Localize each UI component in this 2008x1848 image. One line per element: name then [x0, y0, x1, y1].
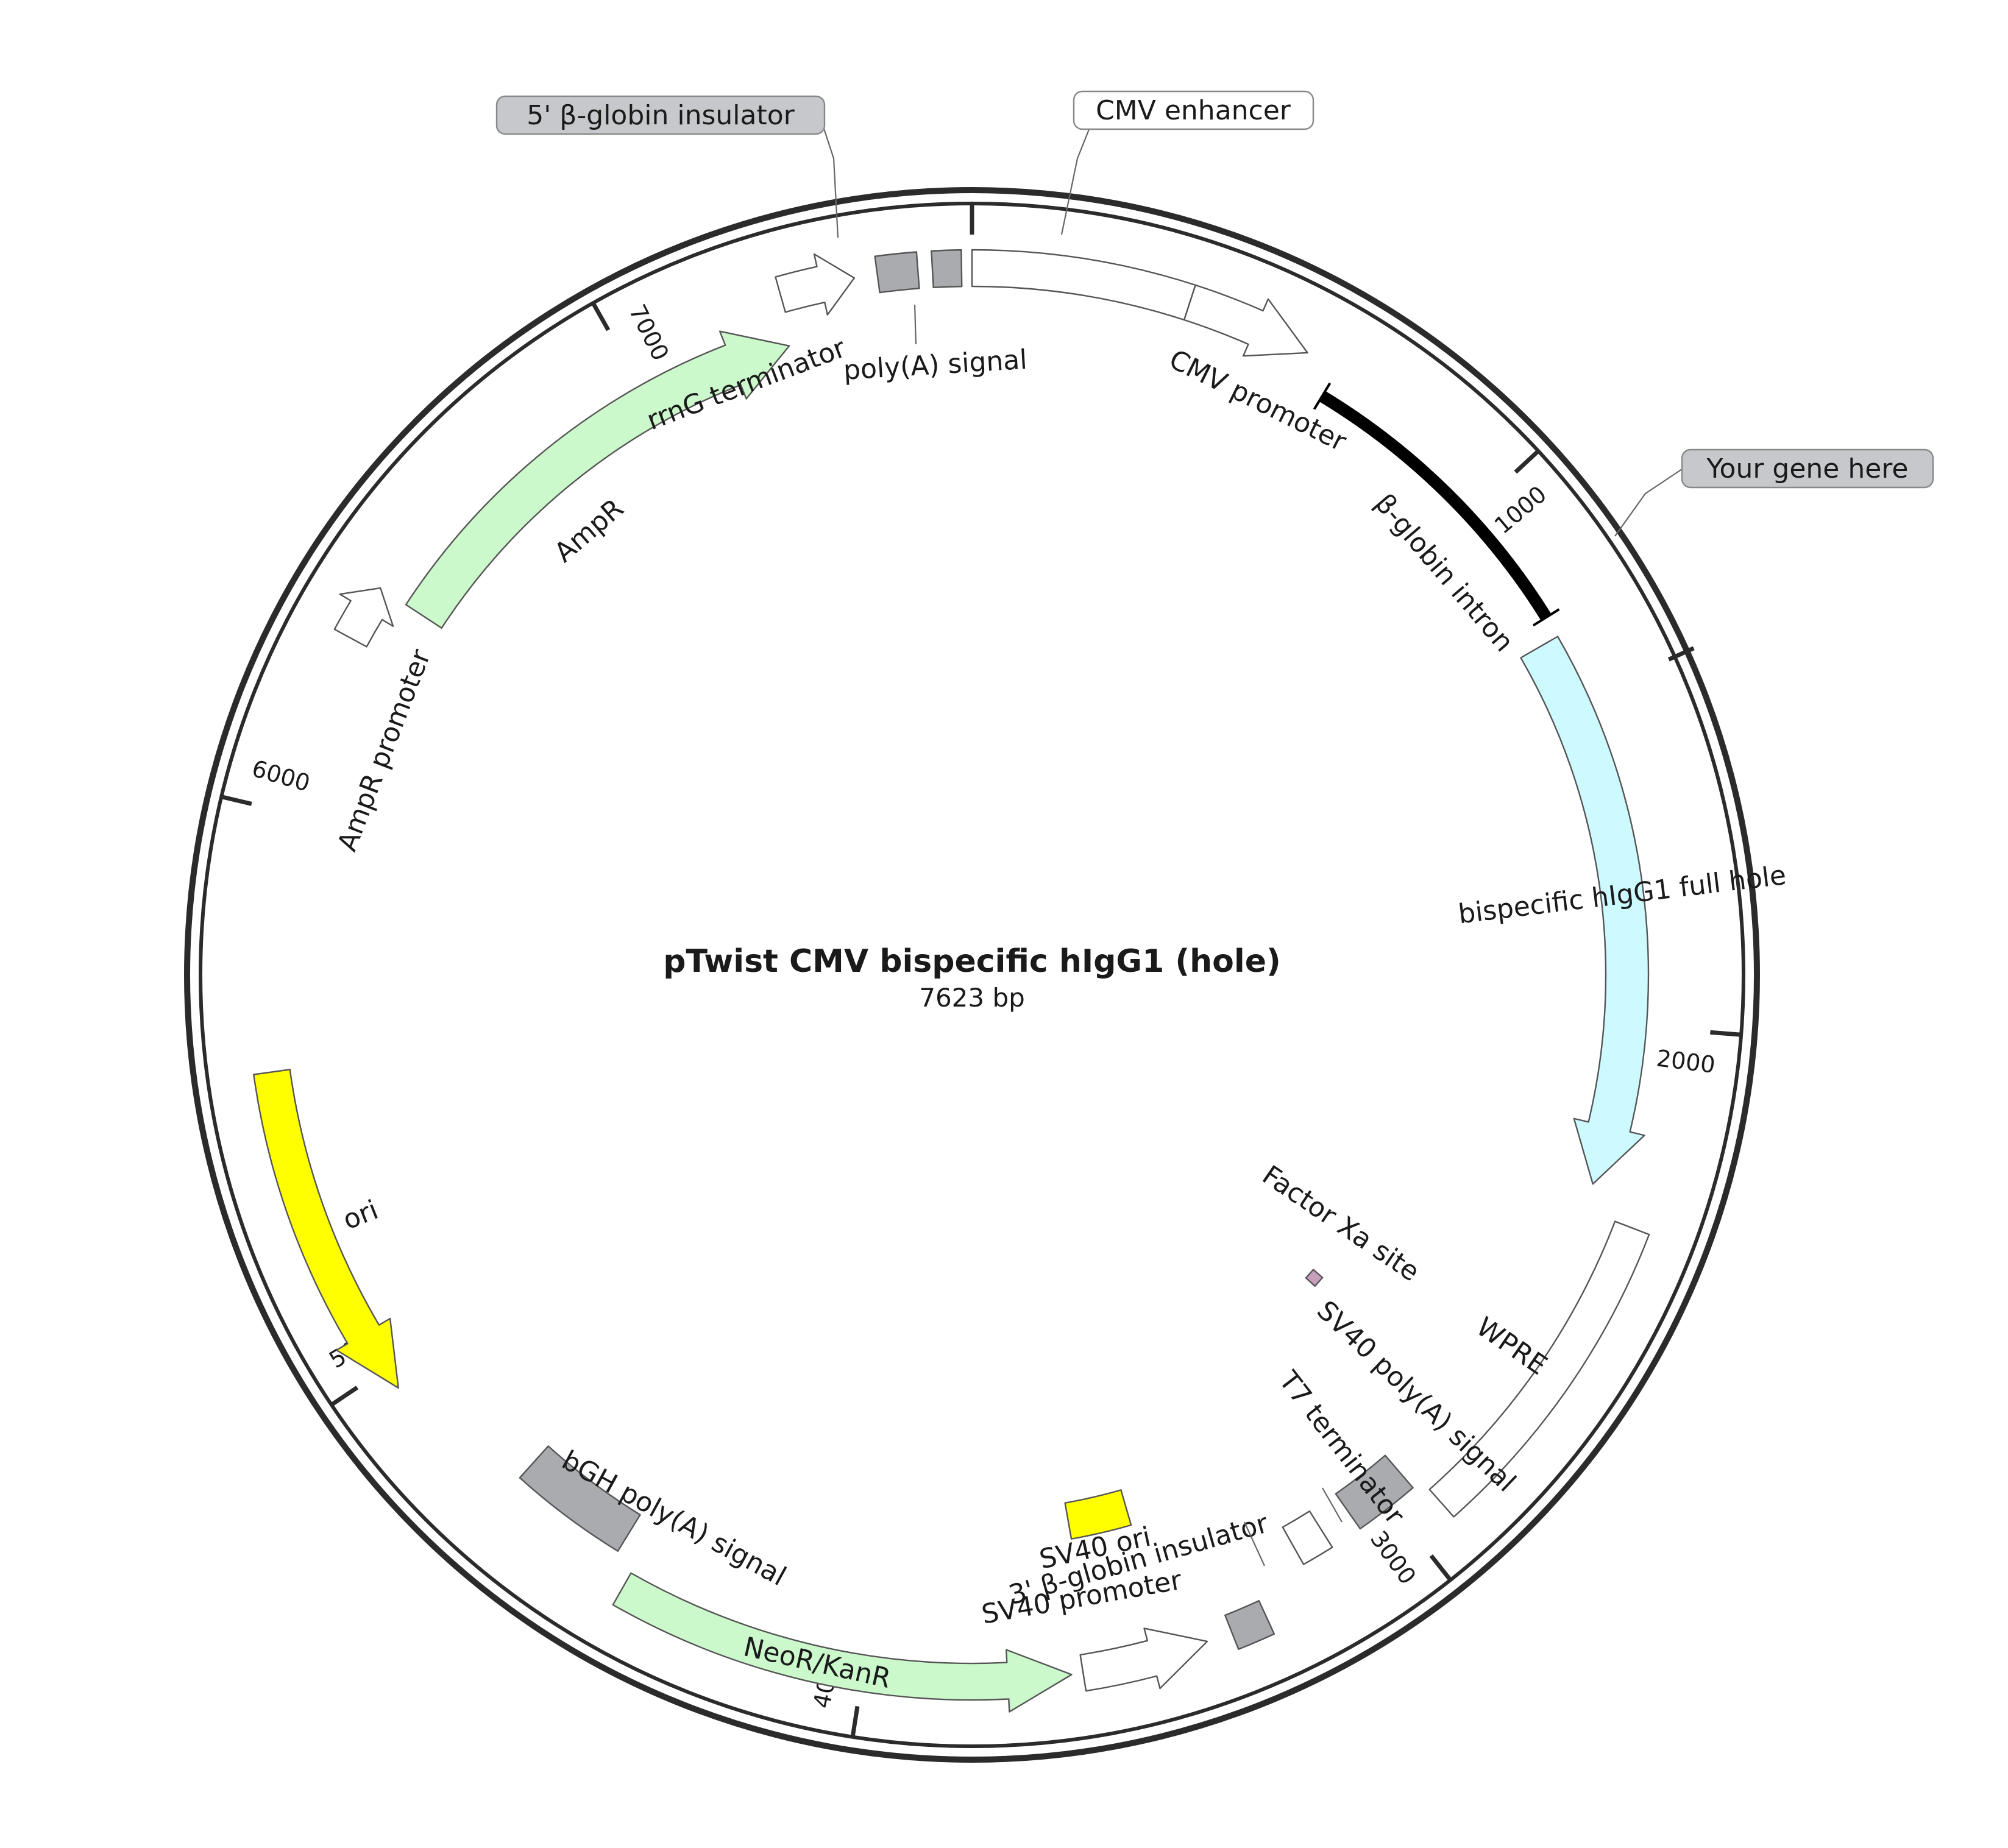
tick-label-1000: 1000 [1489, 481, 1552, 539]
features [253, 249, 1695, 1713]
b-globin-intron-end-tick-0 [1313, 382, 1332, 410]
backbone-outer-ring [184, 187, 1760, 1763]
callout-cmv-enhancer[interactable]: CMV enhancer [1073, 90, 1314, 130]
tick-2000 [1710, 1030, 1742, 1037]
cmv-promoter-shape[interactable] [1183, 284, 1308, 357]
b-globin-intron-end-tick-1 [1532, 608, 1560, 627]
neor-kanr-shape[interactable] [612, 1572, 1073, 1713]
sv40-ori-shape[interactable] [1064, 1489, 1132, 1540]
leader-cmv-enhancer [1060, 124, 1092, 235]
callout-your-gene-here-box [1681, 448, 1934, 489]
ori-shape[interactable] [253, 1069, 399, 1389]
leader-5-b-globin-insulator [821, 124, 839, 238]
callout-your-gene-here[interactable]: Your gene here [1681, 448, 1934, 489]
tick-label-2000: 2000 [1655, 1045, 1717, 1079]
polya-signal-label: poly(A) signal [843, 344, 1028, 386]
tick-label-3000: 3000 [1365, 1526, 1421, 1589]
plasmid-size: 7623 bp [919, 983, 1025, 1013]
bgh-polya-signal-shape[interactable] [519, 1445, 641, 1552]
callout-leaders [821, 124, 1683, 1567]
leader-your-gene-here [1614, 469, 1683, 537]
callout-cmv-enhancer-label: CMV enhancer [1096, 95, 1291, 126]
b-globin-intron-shape[interactable] [1319, 391, 1552, 621]
factor-xa-site-shape[interactable] [1305, 1269, 1324, 1287]
tick-6000 [221, 795, 252, 806]
your-gene-here-marker [1667, 646, 1695, 662]
tick-4000 [850, 1705, 860, 1738]
t7-terminator-shape[interactable] [1282, 1510, 1333, 1565]
tick-5000 [330, 1386, 359, 1407]
bispecific-hIgG1-full-hole-shape[interactable] [1520, 635, 1650, 1185]
factor-xa-site-label: Factor Xa site [1257, 1159, 1425, 1287]
ampr-shape[interactable] [405, 330, 790, 629]
wpre-label: WPRE [1471, 1311, 1553, 1381]
callout-your-gene-here-label: Your gene here [1706, 453, 1908, 484]
wpre-shape[interactable] [1428, 1220, 1650, 1518]
3-b-globin-insulator-shape[interactable] [1224, 1600, 1275, 1650]
callout-5-b-globin-insulator[interactable]: 5' β-globin insulator [495, 95, 826, 135]
tick-label-7000: 7000 [623, 300, 674, 365]
cmv-enhancer-shape[interactable] [971, 249, 1196, 321]
leader-polya-signal [914, 304, 917, 345]
callout-5-b-globin-insulator-box [495, 95, 826, 135]
polya-signal-shape[interactable] [931, 249, 963, 288]
plasmid-title: pTwist CMV bispecific hIgG1 (hole) [663, 943, 1281, 980]
callout-5-b-globin-insulator-label: 5' β-globin insulator [527, 100, 795, 131]
tick-7000 [591, 302, 611, 331]
sv40-promoter-shape[interactable] [1079, 1627, 1208, 1692]
tick-1000 [1514, 449, 1540, 474]
leader-3-b-globin-insulator [1244, 1521, 1265, 1567]
leader-t7-terminator [1322, 1487, 1343, 1523]
tick-3000 [1429, 1554, 1452, 1582]
rrng-terminator-shape[interactable] [775, 253, 856, 316]
ampr-promoter-shape[interactable] [333, 587, 394, 648]
sv40-polya-signal-shape[interactable] [1335, 1454, 1414, 1530]
ampr-promoter-label: AmpR promoter [332, 645, 437, 855]
callout-cmv-enhancer-box [1073, 90, 1314, 130]
tick-label-6000: 6000 [249, 755, 313, 797]
ampr-label: AmpR [548, 493, 630, 568]
ori-label: ori [339, 1194, 383, 1236]
5-b-globin-insulator-shape[interactable] [874, 251, 920, 294]
